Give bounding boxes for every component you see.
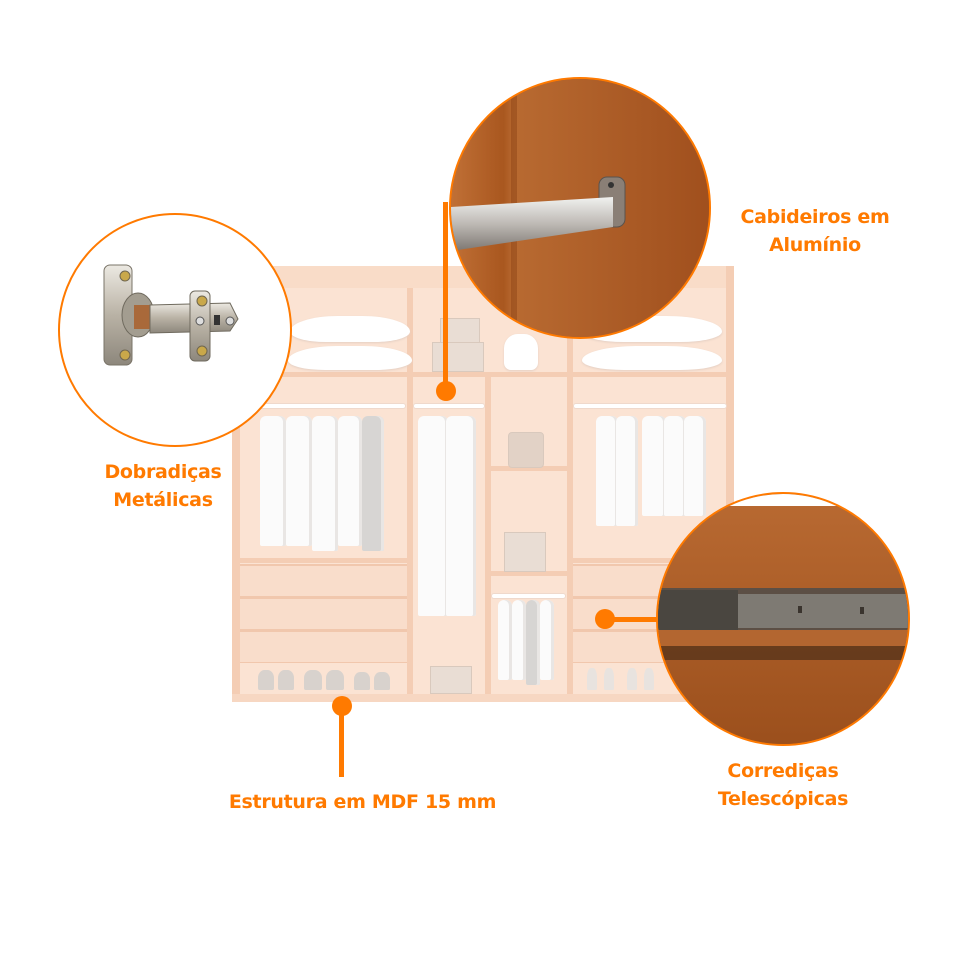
pillow bbox=[288, 346, 412, 370]
callout-rods-line1: Cabideiros em bbox=[740, 206, 890, 228]
clothes-rod bbox=[574, 404, 726, 408]
shoe bbox=[604, 668, 614, 690]
callout-structure-label: Estrutura em MDF 15 mm bbox=[200, 788, 525, 816]
pillow bbox=[582, 346, 722, 370]
shirt bbox=[526, 600, 540, 685]
callout-hinges-line1: Dobradiças bbox=[104, 461, 222, 483]
shirt bbox=[512, 600, 526, 680]
clothes-rod bbox=[492, 594, 565, 598]
wardrobe-side-left bbox=[232, 266, 240, 702]
shirt bbox=[362, 416, 384, 551]
hinge-icon bbox=[103, 264, 239, 366]
callout-rods-label: Cabideiros em Alumínio bbox=[720, 203, 910, 259]
drawer bbox=[240, 597, 407, 630]
rod-leader-dot bbox=[436, 381, 456, 401]
clothes-rod bbox=[250, 404, 405, 408]
folded-bag bbox=[508, 432, 544, 468]
storage-box bbox=[430, 666, 472, 694]
storage-box bbox=[504, 532, 546, 572]
callout-slides-line2: Telescópicas bbox=[717, 788, 849, 810]
callout-slides-label: Corrediças Telescópicas bbox=[688, 757, 878, 813]
shirt bbox=[664, 416, 686, 516]
storage-box bbox=[432, 342, 484, 372]
callout-hinges-label: Dobradiças Metálicas bbox=[78, 458, 248, 514]
aluminum-rod-icon bbox=[451, 79, 709, 337]
shelf bbox=[240, 558, 407, 563]
shirt bbox=[312, 416, 338, 551]
shelf bbox=[573, 558, 726, 563]
shoe bbox=[304, 670, 322, 690]
rod-leader-line bbox=[443, 202, 448, 384]
shirt bbox=[596, 416, 618, 526]
callout-structure-line1: Estrutura em MDF 15 mm bbox=[228, 791, 497, 813]
shirt bbox=[338, 416, 362, 546]
shoe bbox=[326, 670, 344, 690]
shoe bbox=[258, 670, 274, 690]
shirt bbox=[642, 416, 666, 516]
shoe bbox=[644, 668, 654, 690]
slide-detail-circle bbox=[656, 492, 910, 746]
callout-slides-line1: Corrediças bbox=[727, 760, 839, 782]
divider-1 bbox=[407, 288, 413, 702]
shoe bbox=[374, 672, 390, 690]
wardrobe-side-right bbox=[726, 266, 734, 702]
shoe bbox=[627, 668, 637, 690]
hinge-detail-circle bbox=[58, 213, 292, 447]
shirt bbox=[616, 416, 638, 526]
telescopic-slide-icon bbox=[658, 494, 908, 744]
rod-detail-circle bbox=[449, 77, 711, 339]
handbag bbox=[504, 334, 538, 370]
callout-rods-line2: Alumínio bbox=[769, 234, 861, 256]
shoe bbox=[278, 670, 294, 690]
shirt bbox=[498, 600, 512, 680]
shirt bbox=[286, 416, 312, 546]
shirt bbox=[260, 416, 286, 546]
slide-leader-line bbox=[606, 617, 658, 622]
slide-leader-dot bbox=[595, 609, 615, 629]
shirt bbox=[540, 600, 554, 680]
wardrobe-base bbox=[232, 694, 734, 702]
callout-hinges-line2: Metálicas bbox=[113, 489, 213, 511]
structure-leader-line bbox=[339, 705, 344, 777]
drawer bbox=[240, 564, 407, 597]
pillow bbox=[290, 316, 410, 342]
shelf bbox=[491, 466, 567, 471]
shoe bbox=[587, 668, 597, 690]
shoe bbox=[354, 672, 370, 690]
upper-shelf bbox=[232, 372, 734, 377]
coat bbox=[446, 416, 476, 616]
divider-3 bbox=[567, 288, 573, 702]
divider-2 bbox=[485, 376, 491, 702]
coat bbox=[418, 416, 448, 616]
clothes-rod bbox=[414, 404, 484, 408]
drawer bbox=[240, 630, 407, 663]
shirt bbox=[684, 416, 706, 516]
shelf bbox=[491, 571, 567, 576]
